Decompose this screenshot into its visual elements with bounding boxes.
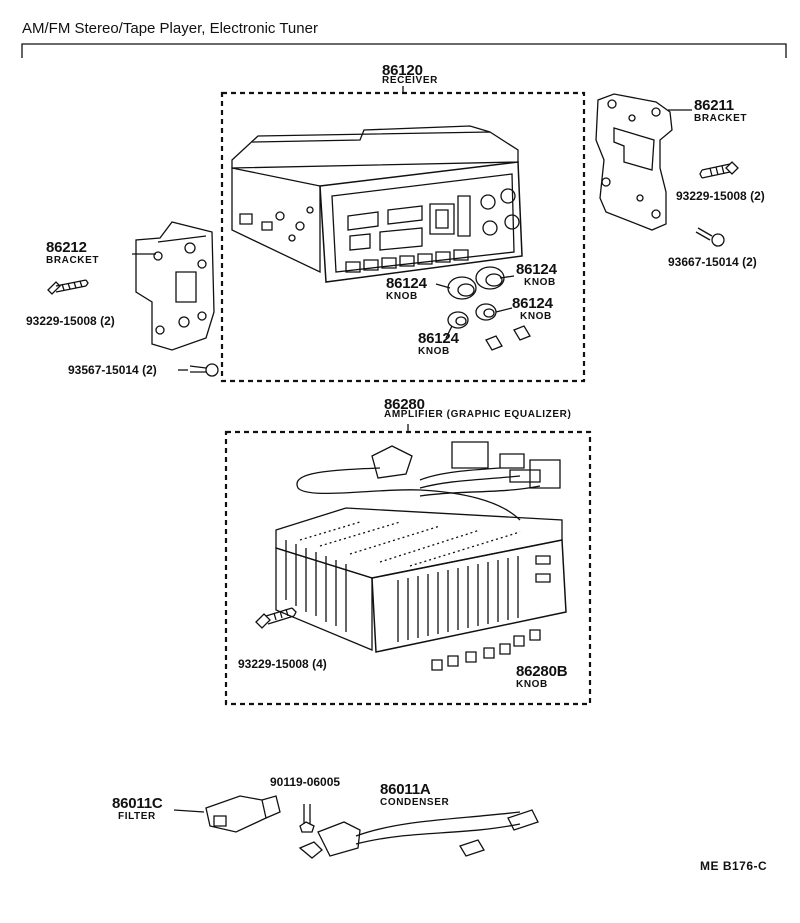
knob-2-part-name: KNOB — [386, 291, 418, 302]
bolt-filter-label: 90119-06005 — [270, 775, 341, 789]
screw-left-label: 93229-15008 (2) — [26, 314, 115, 328]
condenser-drawing — [300, 810, 538, 858]
eq-knobs-drawing — [432, 630, 540, 670]
knob-3-part-name: KNOB — [520, 311, 552, 322]
receiver-unit-drawing — [232, 126, 522, 282]
receiver-part-name: RECEIVER — [382, 75, 438, 86]
knob-3-part-number: 86124 — [512, 295, 553, 312]
amp-screw-drawing — [256, 608, 296, 628]
right-screw-drawing — [700, 162, 738, 178]
condenser-part-number: 86011A — [380, 781, 431, 798]
bracket-right-part-name: BRACKET — [694, 113, 748, 124]
knob-4-part-number: 86124 — [418, 330, 459, 347]
tap-screw-left-label: 93567-15014 (2) — [68, 363, 157, 377]
right-tap-screw-drawing — [696, 228, 724, 246]
tap-screw-right-label: 93667-15014 (2) — [668, 255, 757, 269]
drawing-code: ME B176-C — [700, 859, 768, 873]
screw-amp-label: 93229-15008 (4) — [238, 657, 327, 671]
left-tap-screw-drawing — [190, 364, 218, 376]
amplifier-unit-drawing — [276, 508, 566, 652]
group-bracket-line — [22, 44, 786, 58]
knob-1-part-name: KNOB — [524, 277, 556, 288]
filter-part-name: FILTER — [118, 811, 156, 822]
condenser-part-name: CONDENSER — [380, 797, 450, 808]
bracket-left-part-number: 86212 — [46, 239, 87, 256]
amplifier-harness-drawing — [297, 442, 560, 520]
amplifier-part-name: AMPLIFIER (GRAPHIC EQUALIZER) — [384, 409, 572, 420]
bolt-drawing — [300, 804, 314, 832]
diagram-title: AM/FM Stereo/Tape Player, Electronic Tun… — [22, 20, 318, 37]
filter-part-number: 86011C — [112, 795, 163, 812]
eq-knob-part-name: KNOB — [516, 679, 548, 690]
knob-4-part-name: KNOB — [418, 346, 450, 357]
bracket-left-part-name: BRACKET — [46, 255, 100, 266]
filter-drawing — [206, 796, 280, 832]
receiver-part-number: 86120 — [382, 62, 423, 79]
eq-knob-part-number: 86280B — [516, 663, 568, 680]
left-screw-drawing — [48, 280, 88, 294]
right-bracket-drawing — [596, 94, 672, 230]
amplifier-part-number: 86280 — [384, 396, 425, 413]
screw-right-label: 93229-15008 (2) — [676, 189, 765, 203]
left-bracket-drawing — [136, 222, 214, 350]
bracket-right-part-number: 86211 — [694, 97, 734, 114]
knob-2-part-number: 86124 — [386, 275, 427, 292]
knob-1-part-number: 86124 — [516, 261, 557, 278]
